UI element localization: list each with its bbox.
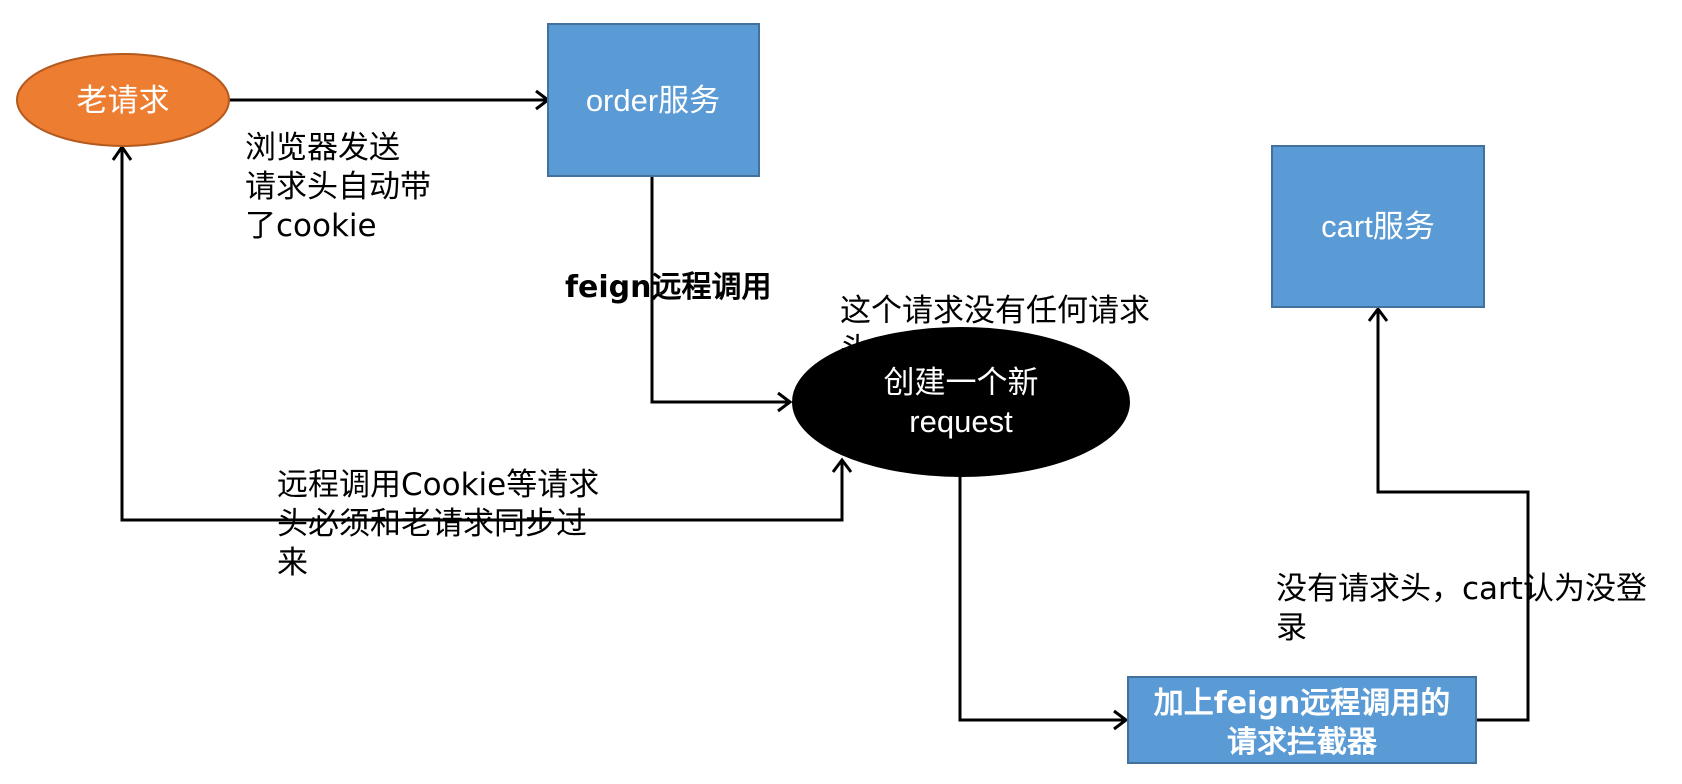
- interceptor-box: [1127, 676, 1477, 764]
- new-request-overlap: [793, 328, 1129, 476]
- edges: [111, 89, 1530, 731]
- edge-old-request-arrowhead: [111, 144, 133, 161]
- browser-note-line-2: 请求头自动带: [245, 169, 431, 205]
- old-request-ellipse: [16, 53, 230, 147]
- order-service-box: [547, 23, 760, 177]
- node-interceptor: 加上feign远程调用的 请求拦截器: [1127, 676, 1477, 764]
- browser-note-line-3: 了cookie: [245, 208, 377, 244]
- interceptor-label-line-1: 加上feign远程调用的: [1154, 686, 1451, 721]
- annotation-feign-call: feign远程调用: [565, 270, 772, 305]
- order-service-label: order服务: [586, 83, 720, 118]
- annotation-sync-note: 远程调用Cookie等请求 头必须和老请求同步过 来: [277, 467, 599, 581]
- new-request-overlap-line-2: request: [909, 404, 1013, 439]
- sync-note-line-2: 头必须和老请求同步过: [277, 506, 587, 542]
- edge-old-to-new-request: [120, 146, 853, 522]
- no-header-note-line-1: 这个请求没有任何请求: [840, 293, 1150, 329]
- edge-new-request-to-interceptor: [958, 476, 1129, 731]
- sync-note-line-3: 来: [277, 545, 308, 581]
- cart-note-line-1: 没有请求头，cart认为没登: [1276, 571, 1647, 607]
- annotation-browser-note: 浏览器发送 请求头自动带 了cookie: [245, 130, 431, 244]
- interceptor-label-line-2: 请求拦截器: [1227, 725, 1378, 760]
- edge-order-to-new-request: [650, 176, 793, 413]
- new-request-overlap-line-1: 创建一个新: [884, 365, 1039, 400]
- node-cart-service: cart服务: [1271, 145, 1485, 308]
- edge-old-to-order: [228, 89, 551, 111]
- node-order-service: order服务: [547, 23, 760, 177]
- cart-service-box: [1271, 145, 1485, 308]
- sync-note-line-1: 远程调用Cookie等请求: [277, 467, 599, 503]
- edge-interceptor-to-cart: [1367, 306, 1530, 722]
- old-request-label: 老请求: [77, 83, 170, 118]
- node-old-request: 老请求: [16, 53, 230, 147]
- browser-note-line-1: 浏览器发送: [245, 130, 400, 166]
- cart-note-line-2: 录: [1276, 610, 1307, 646]
- annotation-cart-note: 没有请求头，cart认为没登 录: [1276, 571, 1647, 646]
- cart-service-label: cart服务: [1321, 209, 1435, 244]
